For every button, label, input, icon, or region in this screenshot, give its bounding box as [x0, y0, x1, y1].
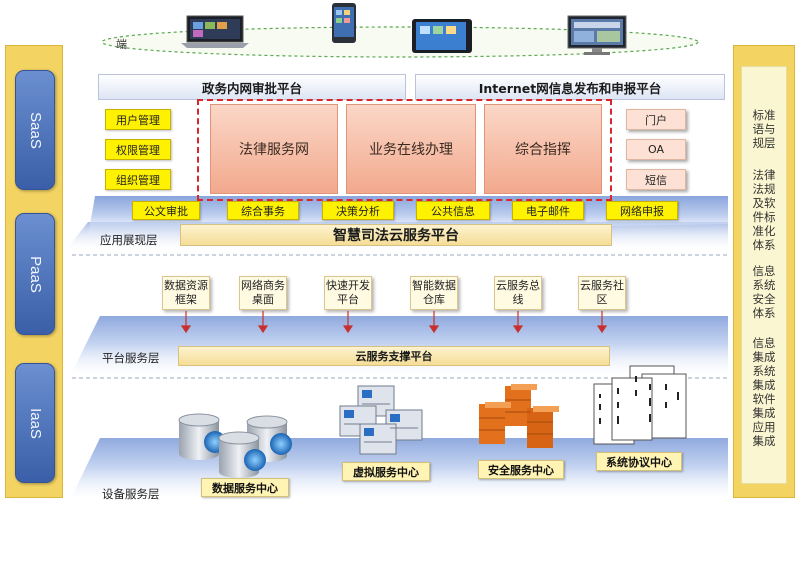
security-service-center: 安全服务中心 — [478, 460, 564, 479]
laptop-icon — [181, 15, 249, 48]
desktop-monitor-icon — [567, 15, 627, 55]
standards-item: 法律法规及软件标准化体系 — [752, 168, 776, 252]
down-arrow-icon — [596, 325, 608, 334]
layer-label-device: 设备服务层 — [102, 487, 160, 501]
layer-label-app: 应用展现层 — [100, 233, 158, 247]
terminal-ellipse — [101, 26, 699, 58]
tag-permission-management: 权限管理 — [105, 139, 171, 160]
tag-decision-analysis: 决策分析 — [322, 201, 394, 220]
database-server-icon — [178, 413, 292, 478]
standards-item: 标准语与规层 — [752, 108, 776, 150]
tag-sms: 短信 — [626, 169, 686, 190]
virtual-server-icon — [339, 385, 423, 455]
box-online-business: 业务在线办理 — [346, 104, 476, 194]
box-legal-service-network: 法律服务网 — [210, 104, 338, 194]
dashed-highlight-frame — [197, 99, 612, 201]
terminal-label: 端 — [116, 38, 127, 51]
layer-pill-saas: SaaS — [15, 70, 55, 190]
tag-oa: OA — [626, 139, 686, 160]
tag-user-management: 用户管理 — [105, 109, 171, 130]
tag-public-info: 公共信息 — [416, 201, 490, 220]
phone-icon — [332, 3, 356, 43]
layer-pill-paas: PaaS — [15, 213, 55, 335]
down-arrow-icon — [342, 325, 354, 334]
tag-document-approval: 公文审批 — [132, 201, 200, 220]
tag-online-declaration: 网络申报 — [606, 201, 678, 220]
cloud-support-platform: 云服务支撑平台 — [178, 346, 610, 366]
service-smart-data-warehouse: 智能数据仓库 — [410, 276, 458, 310]
service-rapid-dev-platform: 快速开发平台 — [324, 276, 372, 310]
tablet-icon — [412, 19, 472, 53]
tag-email: 电子邮件 — [512, 201, 584, 220]
layer-pill-iaas: IaaS — [15, 363, 55, 483]
protocol-documents-icon — [593, 365, 687, 445]
tag-org-management: 组织管理 — [105, 169, 171, 190]
box-integrated-command: 综合指挥 — [484, 104, 602, 194]
service-network-business-desktop: 网络商务桌面 — [239, 276, 287, 310]
service-cloud-community: 云服务社区 — [578, 276, 626, 310]
right-standards-panel — [741, 66, 787, 484]
standards-item: 信息集成系统集成软件集成应用集成 — [752, 336, 776, 448]
firewall-icon — [479, 384, 559, 448]
tag-portal: 门户 — [626, 109, 686, 130]
down-arrow-icon — [257, 325, 269, 334]
service-cloud-bus: 云服务总线 — [494, 276, 542, 310]
standards-item: 信息系统安全体系 — [752, 264, 776, 320]
virtual-service-center: 虚拟服务中心 — [342, 462, 430, 481]
system-protocol-center: 系统协议中心 — [596, 452, 682, 471]
data-service-center: 数据服务中心 — [201, 478, 289, 497]
smart-justice-cloud-platform: 智慧司法云服务平台 — [180, 224, 612, 246]
layer-label-platform: 平台服务层 — [102, 351, 160, 365]
down-arrow-icon — [512, 325, 524, 334]
service-data-resource-framework: 数据资源框架 — [162, 276, 210, 310]
tag-general-affairs: 综合事务 — [227, 201, 299, 220]
down-arrow-icon — [180, 325, 192, 334]
down-arrow-icon — [428, 325, 440, 334]
